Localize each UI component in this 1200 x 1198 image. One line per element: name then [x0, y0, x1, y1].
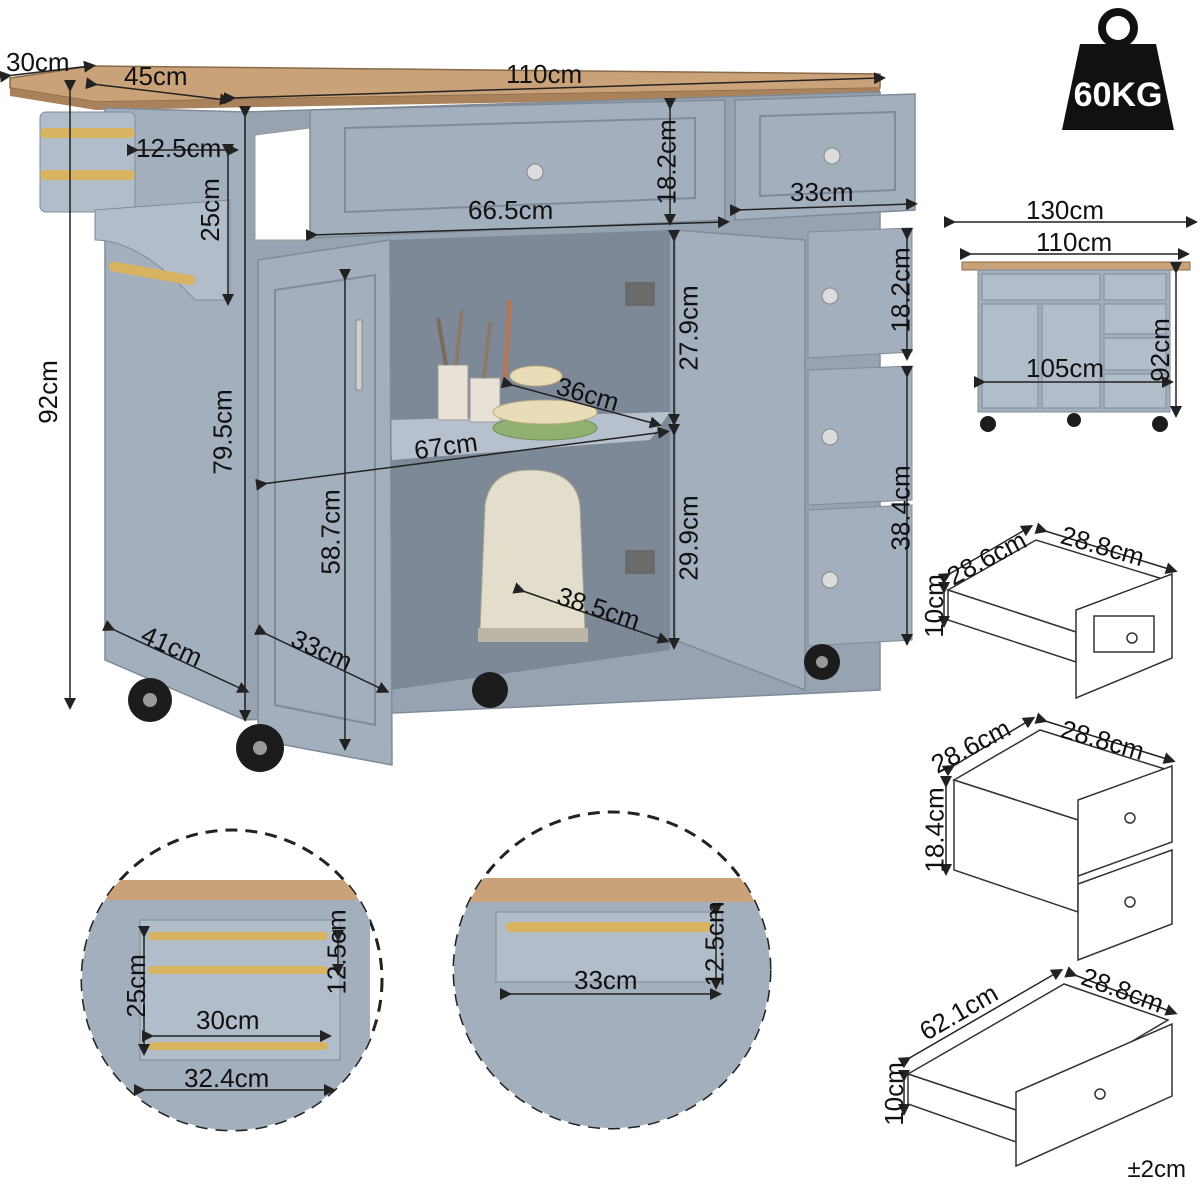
big-drawer-knob [526, 163, 544, 181]
utensil [502, 299, 513, 379]
front-top-width-label: 110cm [1036, 227, 1113, 257]
drawer-small-height-label: 10cm [918, 574, 949, 638]
bowl [509, 365, 563, 387]
detail-bar-height-label: 12.5cm [699, 901, 730, 987]
right-drawer-2-knob [821, 428, 839, 446]
drawer-box [254, 127, 311, 241]
cabinet-height-label: 79.5cm [207, 389, 238, 475]
utensil-holder [437, 364, 469, 421]
weight-icon [1062, 8, 1174, 130]
small-drawer-width-label: 33cm [790, 177, 854, 207]
detail-rack-width-label: 32.4cm [184, 1063, 270, 1093]
top-depth-label: 45cm [124, 61, 188, 91]
detail-rail-length-label: 30cm [196, 1005, 260, 1035]
right-drawer2-height-label: 38.4cm [885, 465, 916, 551]
utensil [454, 309, 464, 366]
side-rack [39, 111, 136, 213]
big-drawer-panel [344, 116, 696, 214]
rack-rail-1 [40, 128, 135, 138]
lower-compartment-height-label: 29.9cm [673, 495, 704, 581]
towel-bar-bracket [94, 199, 231, 301]
rack-spacing-label: 12.5cm [136, 133, 222, 163]
kitchen-island-illustration [9, 65, 916, 772]
drawer-tall-height-label: 18.4cm [919, 787, 950, 873]
small-drawer-knob [823, 147, 841, 165]
towel-bar [108, 261, 196, 286]
drawer-tall-illustration [952, 729, 1173, 962]
weight-capacity-label: 60KG [1073, 76, 1163, 114]
drawer-wide-height-label: 10cm [878, 1062, 909, 1126]
kettle-base [478, 628, 588, 642]
right-drawer-3-knob [821, 571, 839, 589]
front-body-width-label: 105cm [1026, 353, 1105, 383]
big-drawer-height-label: 18.2cm [651, 119, 682, 205]
utensil [482, 321, 492, 379]
main-dimension-lines [0, 60, 918, 751]
utensil [436, 317, 448, 366]
right-drawer-1-knob [821, 287, 839, 305]
detail-rail-spacing-label: 12.5cm [321, 909, 352, 995]
detail-rack-height-label: 25cm [120, 954, 151, 1018]
big-drawer-width-label: 66.5cm [468, 195, 554, 225]
detail-bar-length-label: 33cm [574, 965, 638, 995]
detail-left-illustration [80, 828, 384, 1132]
small-drawer-panel [759, 110, 896, 198]
front-view-dimension-lines [944, 216, 1198, 418]
tolerance-label: ±2cm [1127, 1156, 1186, 1183]
upper-compartment-height-label: 27.9cm [673, 285, 704, 371]
lower-hinge [625, 550, 655, 574]
total-height-label: 92cm [32, 360, 63, 424]
top-side-depth-label: 30cm [6, 47, 70, 77]
rack-height-label: 25cm [194, 178, 225, 242]
rack-rail-2 [40, 170, 135, 180]
front-view-illustration [961, 261, 1191, 432]
front-height-label: 92cm [1144, 318, 1175, 382]
left-door-handle [355, 319, 363, 391]
right-drawer-height-label: 18.2cm [885, 247, 916, 333]
door-height-label: 58.7cm [315, 489, 346, 575]
top-width-label: 110cm [506, 59, 583, 89]
upper-hinge [625, 282, 655, 306]
front-overall-width-label: 130cm [1026, 195, 1105, 225]
